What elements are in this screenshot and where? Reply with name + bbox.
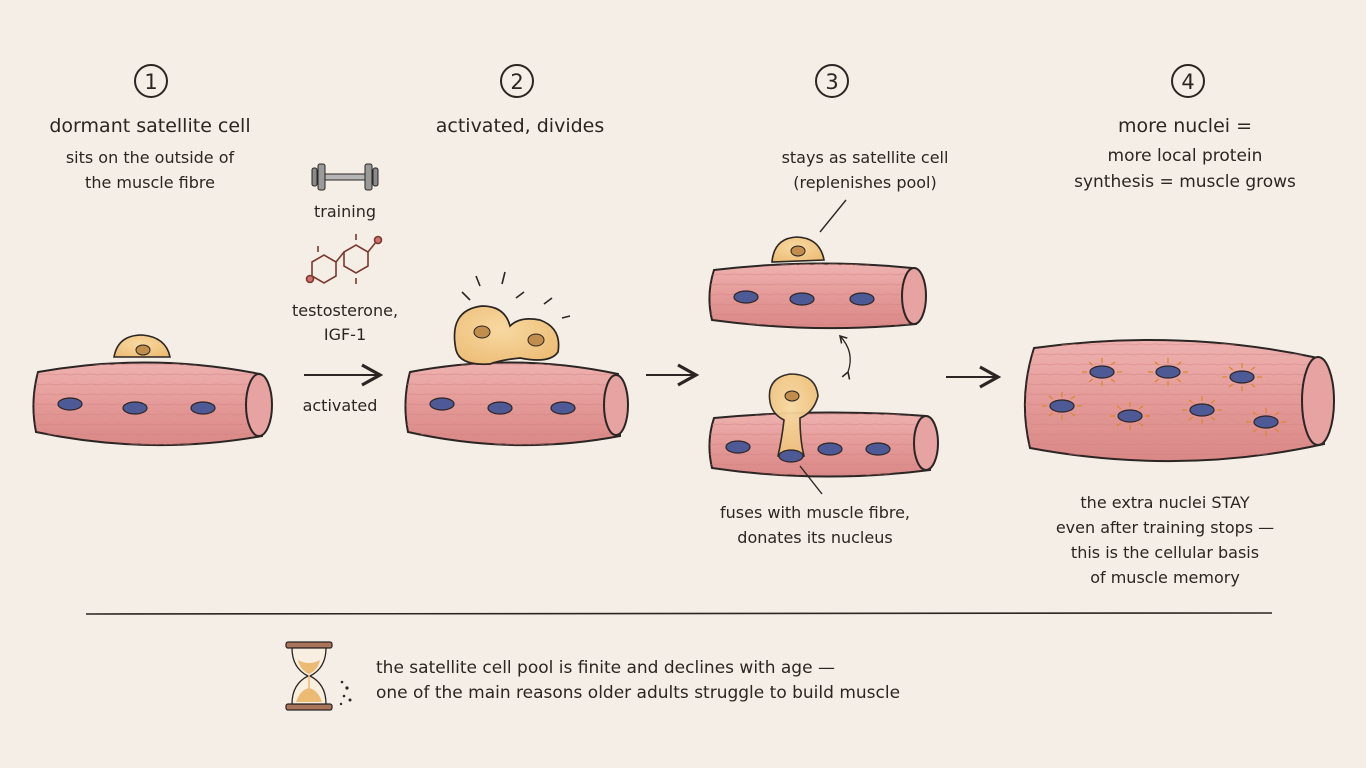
step-3-top-label-line-1: stays as satellite cell bbox=[781, 148, 949, 167]
divider bbox=[85, 612, 1273, 615]
nucleus-icon bbox=[725, 440, 751, 454]
fibre-step-4 bbox=[1023, 339, 1335, 463]
nucleus-icon bbox=[487, 401, 513, 415]
step-4-title-line-2: more local protein bbox=[1107, 146, 1263, 166]
step-number-4: 4 bbox=[1171, 64, 1205, 98]
step-2-title: activated, divides bbox=[435, 115, 605, 137]
hormone-label-line-1: testosterone, bbox=[291, 301, 399, 320]
training-label: training bbox=[314, 202, 376, 221]
nucleus-icon bbox=[778, 449, 804, 463]
nucleus-icon bbox=[57, 397, 83, 411]
step-3-top-label-line-2: (replenishes pool) bbox=[793, 173, 937, 192]
dividing-cell-icon bbox=[453, 305, 560, 366]
footer-line-2: one of the main reasons older adults str… bbox=[376, 683, 901, 703]
step-number-2: 2 bbox=[500, 64, 534, 98]
step-number-1: 1 bbox=[134, 64, 168, 98]
exchange-arrow-icon bbox=[838, 334, 851, 380]
nucleus-icon bbox=[789, 292, 815, 306]
step-4-title-line-3: synthesis = muscle grows bbox=[1074, 172, 1296, 192]
fusing-cell-icon bbox=[768, 373, 819, 461]
fibre-step-3-top bbox=[708, 199, 927, 330]
step-4-note-line-4: of muscle memory bbox=[1090, 568, 1240, 587]
step-4-note-line-1: the extra nuclei STAY bbox=[1080, 493, 1250, 512]
nucleus-icon bbox=[849, 292, 875, 306]
nucleus-icon bbox=[550, 401, 576, 415]
step-1-desc-line-2: the muscle fibre bbox=[85, 173, 215, 192]
glowing-nuclei-icon bbox=[1042, 358, 1286, 436]
step-4-note-line-3: this is the cellular basis bbox=[1070, 543, 1260, 562]
step-1-desc-line-1: sits on the outside of bbox=[65, 148, 235, 167]
footer-line-1: the satellite cell pool is finite and de… bbox=[376, 658, 835, 678]
hourglass-icon bbox=[285, 641, 352, 711]
nucleus-icon bbox=[122, 401, 148, 415]
step-number-3: 3 bbox=[815, 64, 849, 98]
step-1-title: dormant satellite cell bbox=[49, 115, 251, 137]
dumbbell-icon bbox=[311, 163, 379, 191]
activation-sparks-icon bbox=[461, 271, 571, 319]
nucleus-icon bbox=[190, 401, 216, 415]
hormone-label-line-2: IGF-1 bbox=[323, 325, 367, 344]
step-3-bottom-label-line-1: fuses with muscle fibre, bbox=[719, 503, 911, 522]
step-3-bottom-label-line-2: donates its nucleus bbox=[737, 528, 893, 547]
fibre-step-1 bbox=[32, 334, 273, 447]
fibre-step-3-bottom bbox=[708, 373, 939, 495]
nucleus-icon bbox=[865, 442, 891, 456]
nucleus-icon bbox=[429, 397, 455, 411]
fibre-step-2 bbox=[404, 271, 629, 447]
activated-label: activated bbox=[302, 396, 378, 415]
step-4-note-line-2: even after training stops — bbox=[1055, 518, 1275, 537]
hormone-molecule-icon bbox=[305, 234, 383, 284]
nucleus-icon bbox=[733, 290, 759, 304]
step-4-title-line-1: more nuclei = bbox=[1118, 115, 1252, 137]
nucleus-icon bbox=[817, 442, 843, 456]
